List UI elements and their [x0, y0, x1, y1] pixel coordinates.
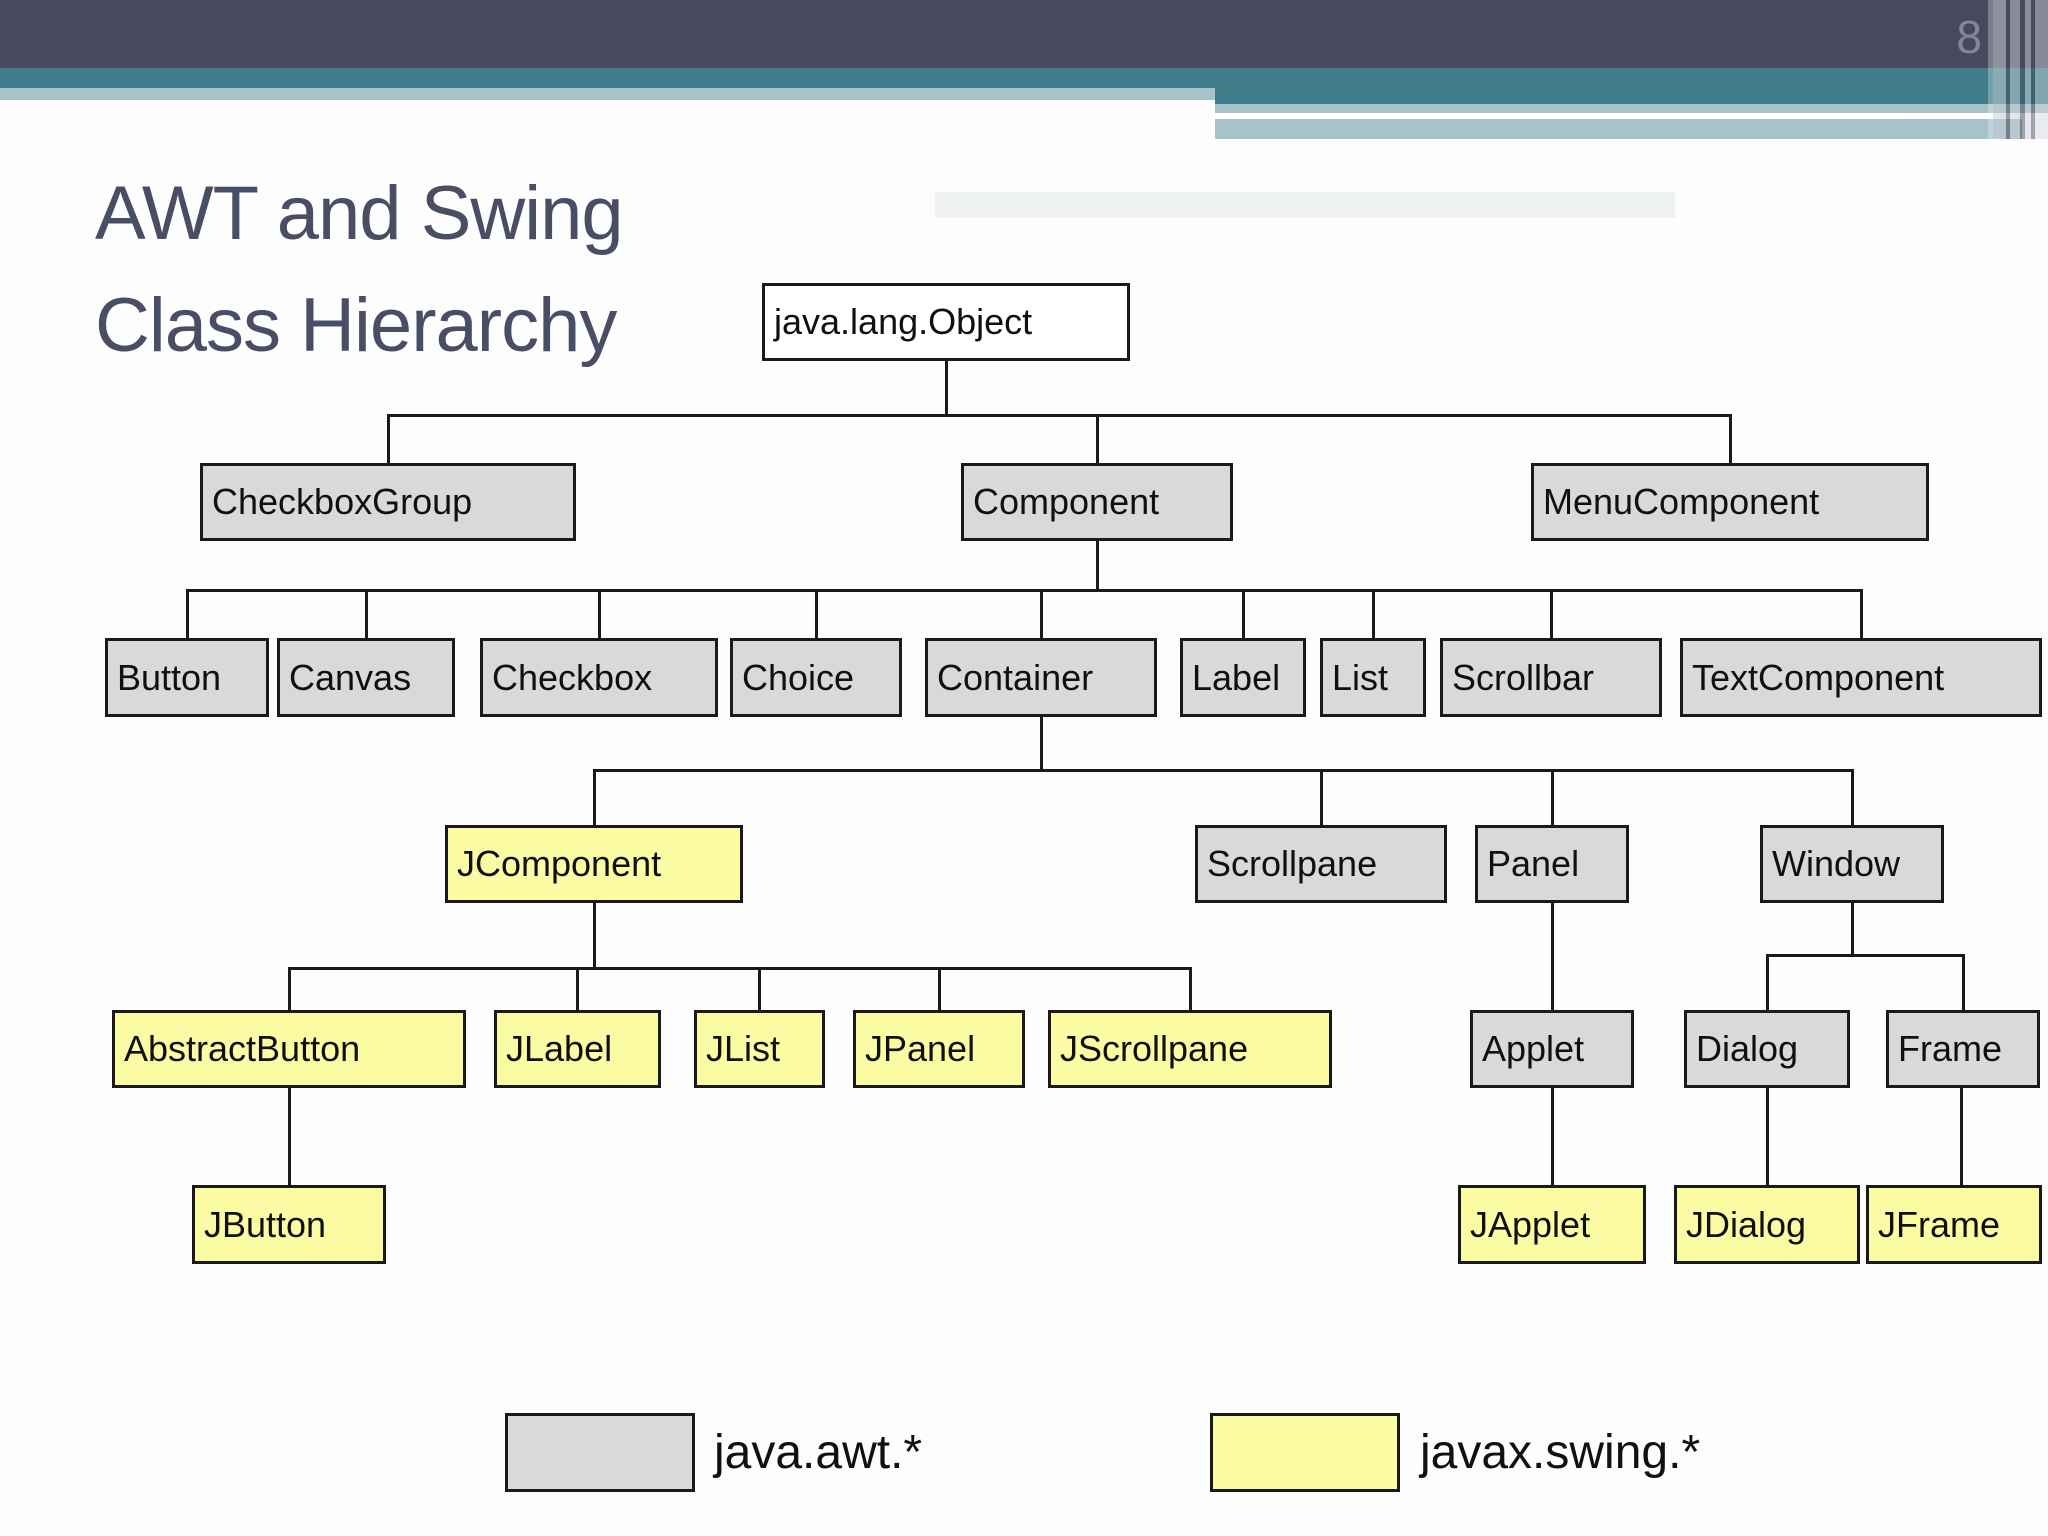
node-Panel: Panel: [1475, 825, 1629, 903]
header-bar-dark: [0, 0, 2048, 68]
connector-line: [1765, 1088, 1769, 1185]
connector-line: [1549, 590, 1553, 638]
connector-line: [592, 768, 1854, 772]
connector-line: [364, 590, 368, 638]
header-vstripe: [1993, 0, 2006, 139]
node-Label: Label: [1180, 638, 1306, 717]
header-vstripe: [2020, 0, 2025, 139]
connector-line: [287, 1088, 291, 1185]
legend-swatch-java-awt: [505, 1413, 695, 1492]
header-band-bluegray: [1215, 104, 2048, 113]
legend-label-javax-swing: javax.swing.*: [1420, 1426, 1701, 1479]
connector-line: [1095, 415, 1099, 463]
node-JDialog: JDialog: [1674, 1185, 1860, 1264]
node-Dialog: Dialog: [1684, 1010, 1850, 1088]
node-JFrame: JFrame: [1866, 1185, 2042, 1264]
node-JPanel: JPanel: [853, 1010, 1025, 1088]
node-TextComponent: TextComponent: [1680, 638, 2042, 717]
connector-line: [1765, 953, 1965, 957]
connector-line: [1850, 903, 1854, 955]
node-CheckboxGroup: CheckboxGroup: [200, 463, 576, 541]
connector-line: [597, 590, 601, 638]
node-JButton: JButton: [192, 1185, 386, 1264]
connector-line: [592, 903, 596, 968]
connector-line: [185, 590, 189, 638]
node-Applet: Applet: [1470, 1010, 1634, 1088]
connector-line: [814, 590, 818, 638]
node-Frame: Frame: [1886, 1010, 2040, 1088]
header-vstripe: [2031, 0, 2035, 139]
connector-line: [1188, 968, 1192, 1010]
header-vstripe: [2010, 0, 2020, 139]
connector-line: [1550, 903, 1554, 1010]
connector-line: [1859, 590, 1863, 638]
connector-line: [1095, 541, 1099, 590]
connector-line: [1319, 770, 1323, 825]
connector-line: [1039, 717, 1043, 770]
slide-title: AWT and Swing Class Hierarchy: [95, 158, 624, 382]
connector-line: [287, 968, 291, 1010]
connector-line: [944, 361, 948, 415]
connector-line: [757, 968, 761, 1010]
connector-line: [592, 770, 596, 825]
node-AbstractButton: AbstractButton: [112, 1010, 466, 1088]
title-line-1: AWT and Swing: [95, 171, 624, 256]
header-accent-faint: [935, 192, 1675, 218]
header-bar-teal-right: [1215, 95, 2048, 104]
header-stripe-bluegray-left: [0, 88, 1215, 100]
connector-line: [937, 968, 941, 1010]
node-Choice: Choice: [730, 638, 902, 717]
connector-line: [386, 415, 390, 463]
header-vstripe: [1988, 0, 1993, 139]
connector-line: [1371, 590, 1375, 638]
node-Button: Button: [105, 638, 269, 717]
page-number: 8: [1956, 11, 1982, 63]
header-vstripe: [2006, 0, 2010, 139]
connector-line: [1850, 770, 1854, 825]
node-JComponent: JComponent: [445, 825, 743, 903]
node-List: List: [1320, 638, 1426, 717]
connector-line: [1728, 415, 1732, 463]
connector-line: [1765, 955, 1769, 1010]
legend-swatch-javax-swing: [1210, 1413, 1400, 1492]
node-Scrollbar: Scrollbar: [1440, 638, 1662, 717]
connector-line: [287, 966, 1192, 970]
node-JLabel: JLabel: [494, 1010, 661, 1088]
node-Window: Window: [1760, 825, 1944, 903]
node-JList: JList: [694, 1010, 825, 1088]
connector-line: [1039, 590, 1043, 638]
connector-line: [1550, 1088, 1554, 1185]
node-Component: Component: [961, 463, 1233, 541]
connector-line: [1961, 955, 1965, 1010]
header-stripe-white: [1215, 113, 1898, 119]
node-JApplet: JApplet: [1458, 1185, 1646, 1264]
node-Checkbox: Checkbox: [480, 638, 718, 717]
node-Scrollpane: Scrollpane: [1195, 825, 1447, 903]
node-Canvas: Canvas: [277, 638, 455, 717]
node-Container: Container: [925, 638, 1157, 717]
connector-line: [575, 968, 579, 1010]
header-vstripe: [2035, 0, 2048, 139]
header-band-bluegray-lower: [1215, 119, 2022, 139]
node-java.lang.Object: java.lang.Object: [762, 283, 1130, 361]
node-JScrollpane: JScrollpane: [1048, 1010, 1332, 1088]
connector-line: [1959, 1088, 1963, 1185]
connector-line: [1550, 770, 1554, 825]
title-line-2: Class Hierarchy: [95, 283, 617, 368]
header-vstripe: [2025, 0, 2031, 139]
connector-line: [185, 588, 1863, 592]
node-MenuComponent: MenuComponent: [1531, 463, 1929, 541]
connector-line: [386, 413, 1732, 417]
legend-label-java-awt: java.awt.*: [714, 1426, 923, 1479]
connector-line: [1241, 590, 1245, 638]
